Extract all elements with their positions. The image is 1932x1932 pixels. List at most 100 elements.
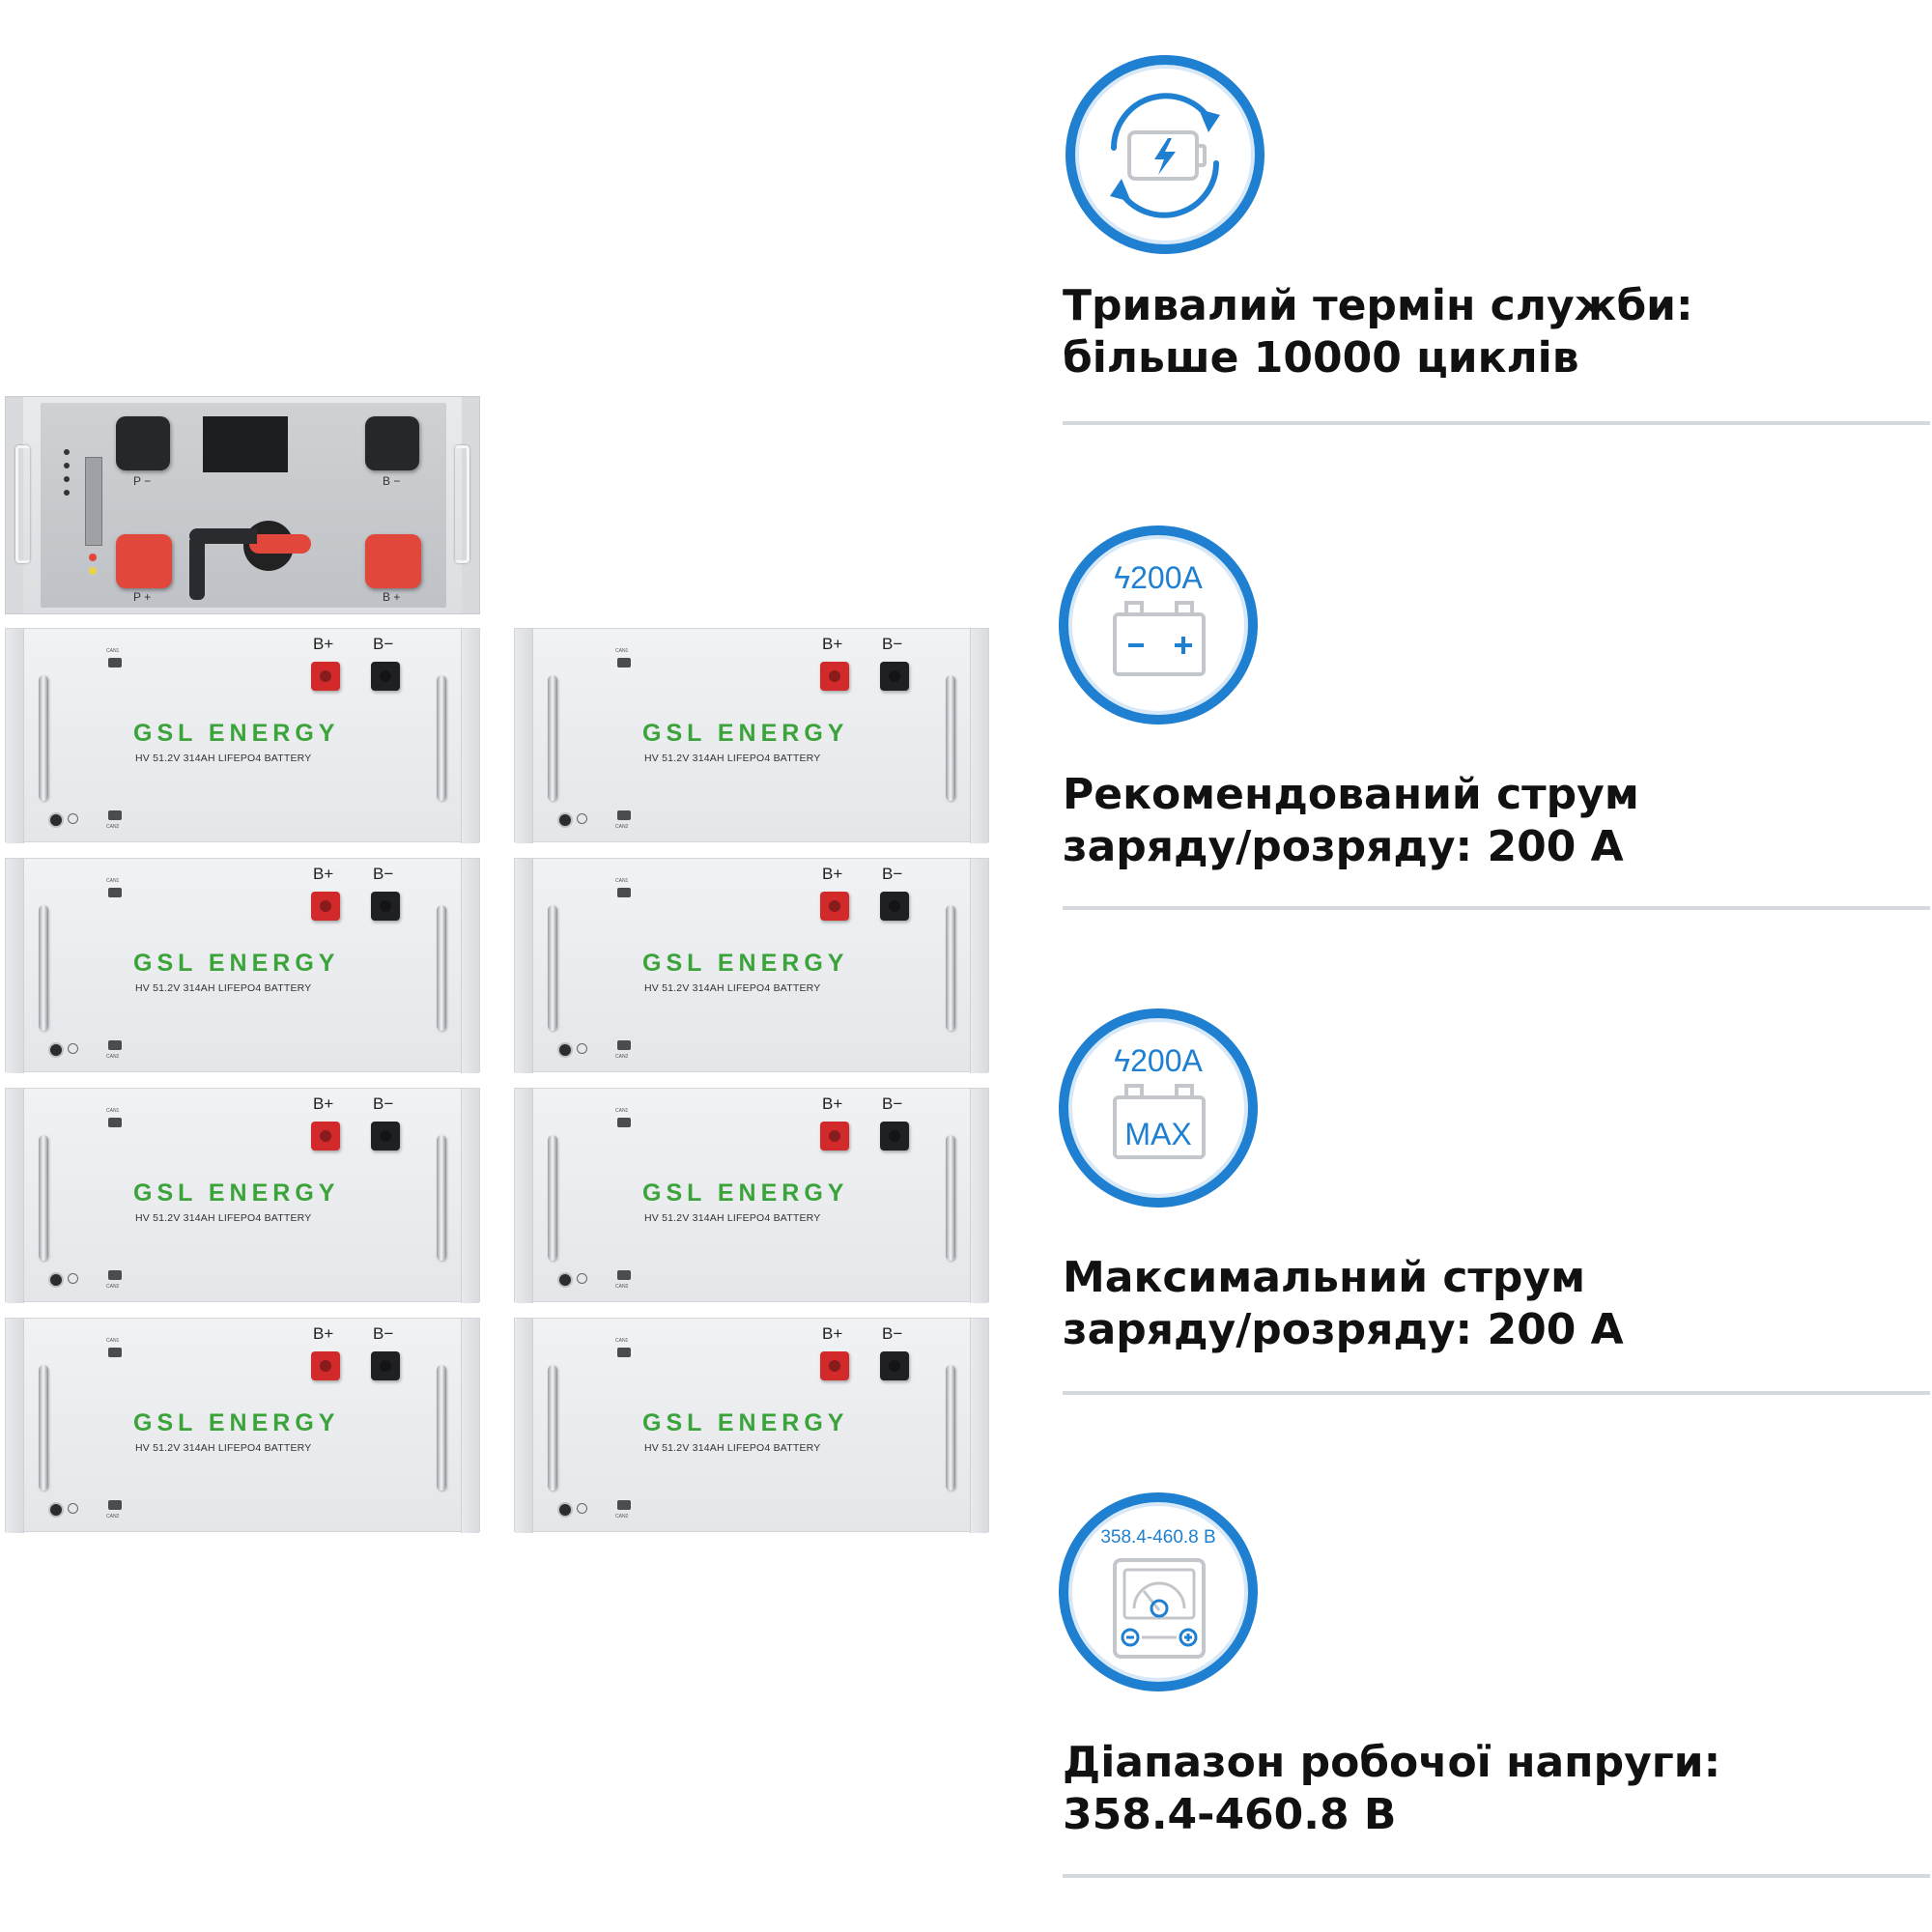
battery-max-icon: ϟ200A MAX (1059, 1009, 1258, 1208)
handle-right[interactable] (946, 1135, 955, 1261)
handle-left[interactable] (15, 445, 30, 563)
can1-port[interactable] (108, 1118, 122, 1127)
positive-label: B+ (313, 1094, 334, 1113)
divider (1063, 421, 1930, 425)
negative-terminal[interactable] (371, 662, 400, 691)
power-button[interactable] (48, 1502, 64, 1518)
feature-2-line2: заряду/розряду: 200 А (1063, 822, 1624, 871)
b-plus-terminal[interactable] (365, 534, 421, 588)
rack-ear-left (515, 1319, 533, 1533)
negative-terminal[interactable] (371, 892, 400, 921)
rack-ear-right (461, 859, 479, 1073)
handle-left[interactable] (548, 1135, 557, 1261)
rack-ear-right (970, 859, 988, 1073)
can1-port[interactable] (108, 658, 122, 668)
can2-port[interactable] (108, 1040, 122, 1050)
positive-terminal[interactable] (820, 662, 849, 691)
breaker-switch[interactable] (189, 519, 313, 600)
brand-logo: GSL ENERGY (133, 720, 340, 747)
handle-right[interactable] (455, 445, 469, 563)
negative-terminal[interactable] (371, 1122, 400, 1151)
rack-ear-left (6, 629, 24, 843)
feature-3-line1: Максимальний струм (1063, 1253, 1586, 1302)
positive-label: B+ (313, 1324, 334, 1343)
can2-port[interactable] (617, 1270, 631, 1280)
can2-port[interactable] (617, 810, 631, 820)
handle-left[interactable] (39, 675, 48, 801)
divider (1063, 906, 1930, 910)
battery-module: CAN1 B+ B− GSL ENERGY HV 51.2V 314AH LIF… (514, 628, 989, 843)
positive-terminal[interactable] (820, 1351, 849, 1380)
voltage-badge: 358.4-460.8 В (1100, 1527, 1216, 1548)
feature-1-line1: Тривалий термін служби: (1063, 281, 1693, 330)
power-button[interactable] (557, 1502, 573, 1518)
positive-terminal[interactable] (311, 1122, 340, 1151)
negative-terminal[interactable] (880, 892, 909, 921)
handle-right[interactable] (437, 675, 446, 801)
b-minus-terminal[interactable] (365, 416, 419, 470)
ground-icon (68, 813, 78, 824)
can1-port[interactable] (617, 658, 631, 668)
handle-right[interactable] (437, 1135, 446, 1261)
p-plus-label: P + (133, 590, 152, 604)
can2-label: CAN2 (106, 1054, 120, 1060)
positive-label: B+ (822, 1324, 843, 1343)
power-button[interactable] (557, 1272, 573, 1288)
can2-label: CAN2 (106, 1284, 120, 1290)
handle-left[interactable] (548, 675, 557, 801)
handle-left[interactable] (39, 1365, 48, 1491)
power-button[interactable] (48, 1042, 64, 1058)
negative-terminal[interactable] (880, 662, 909, 691)
handle-left[interactable] (548, 1365, 557, 1491)
power-button[interactable] (48, 1272, 64, 1288)
handle-right[interactable] (946, 675, 955, 801)
feature-1-line2: більше 10000 циклів (1063, 333, 1579, 383)
handle-left[interactable] (548, 905, 557, 1031)
negative-terminal[interactable] (371, 1351, 400, 1380)
positive-terminal[interactable] (820, 1122, 849, 1151)
positive-terminal[interactable] (311, 662, 340, 691)
rack-ear-right (970, 629, 988, 843)
p-plus-terminal[interactable] (116, 534, 172, 588)
can2-port[interactable] (108, 1270, 122, 1280)
negative-label: B− (373, 635, 394, 653)
handle-left[interactable] (39, 1135, 48, 1261)
handle-right[interactable] (946, 1365, 955, 1491)
can2-port[interactable] (617, 1500, 631, 1510)
battery-module: CAN1 B+ B− GSL ENERGY HV 51.2V 314AH LIF… (5, 1088, 480, 1303)
negative-terminal[interactable] (880, 1351, 909, 1380)
can2-port[interactable] (617, 1040, 631, 1050)
power-button[interactable] (557, 812, 573, 828)
p-minus-terminal[interactable] (116, 416, 170, 470)
handle-left[interactable] (39, 905, 48, 1031)
negative-terminal[interactable] (880, 1122, 909, 1151)
handle-right[interactable] (437, 905, 446, 1031)
positive-terminal[interactable] (311, 1351, 340, 1380)
handle-right[interactable] (437, 1365, 446, 1491)
can2-port[interactable] (108, 1500, 122, 1510)
rack-ear-right (461, 1089, 479, 1303)
feature-3-line2: заряду/розряду: 200 А (1063, 1305, 1624, 1354)
can1-port[interactable] (108, 1348, 122, 1357)
dip-switch[interactable] (85, 457, 102, 546)
can1-port[interactable] (617, 1118, 631, 1127)
power-button[interactable] (557, 1042, 573, 1058)
brand-logo: GSL ENERGY (642, 720, 849, 747)
power-button[interactable] (48, 812, 64, 828)
positive-terminal[interactable] (311, 892, 340, 921)
handle-right[interactable] (946, 905, 955, 1031)
control-panel: P − B − P + B + (41, 403, 446, 608)
can1-port[interactable] (108, 888, 122, 897)
battery-cycle-icon (1065, 55, 1264, 254)
battery-current-icon: ϟ200A (1059, 526, 1258, 724)
can1-port[interactable] (617, 1348, 631, 1357)
ground-icon (577, 1503, 587, 1514)
positive-terminal[interactable] (820, 892, 849, 921)
can2-port[interactable] (108, 810, 122, 820)
max-badge: 200A (1130, 1043, 1203, 1078)
can1-port[interactable] (617, 888, 631, 897)
rack-ear-right (461, 629, 479, 843)
ground-icon (68, 1503, 78, 1514)
can2-label: CAN2 (615, 1514, 629, 1520)
rack-ear-left (6, 1319, 24, 1533)
